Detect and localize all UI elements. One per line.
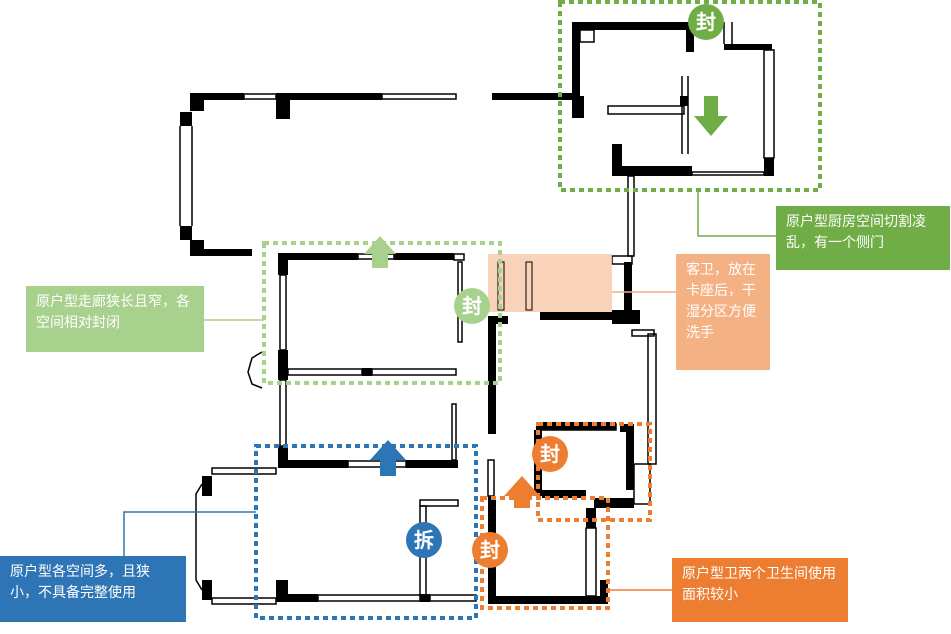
svg-text:封: 封 xyxy=(480,538,500,562)
guest-bath-highlight xyxy=(488,254,612,312)
arrow-up-icon xyxy=(370,440,406,476)
corridor-seal-badge: 封 xyxy=(454,288,490,324)
corridor-note: 原户型走廊狭长且窄，各空间相对封闭 xyxy=(26,286,204,352)
guest-bath-note: 客卫，放在卡座后，干湿分区方便洗手 xyxy=(676,254,770,370)
svg-text:封: 封 xyxy=(462,294,482,318)
kitchen-connector xyxy=(697,190,776,237)
arrow-up-icon xyxy=(364,236,396,268)
kitchen-zone xyxy=(558,0,822,192)
svg-text:封: 封 xyxy=(696,10,716,34)
kitchen-note: 原户型厨房空间切割凌乱，有一个侧门 xyxy=(776,206,950,270)
bath-zone-upper xyxy=(536,422,652,522)
living-connector xyxy=(123,511,256,556)
svg-text:拆: 拆 xyxy=(414,528,434,552)
arrow-down-icon xyxy=(694,96,728,136)
bay-window xyxy=(247,351,263,389)
svg-text:封: 封 xyxy=(540,442,560,466)
living-demolish-badge: 拆 xyxy=(406,522,442,558)
living-note: 原户型各空间多，且狭小，不具备完整使用 xyxy=(0,556,186,622)
arrow-up-icon xyxy=(504,476,540,508)
bath1-seal-badge: 封 xyxy=(532,436,568,472)
bath2-seal-badge: 封 xyxy=(472,532,508,568)
living-zone xyxy=(254,444,478,620)
bathrooms-note: 原户型卫两个卫生间使用面积较小 xyxy=(672,558,848,622)
kitchen-seal-badge: 封 xyxy=(688,4,724,40)
